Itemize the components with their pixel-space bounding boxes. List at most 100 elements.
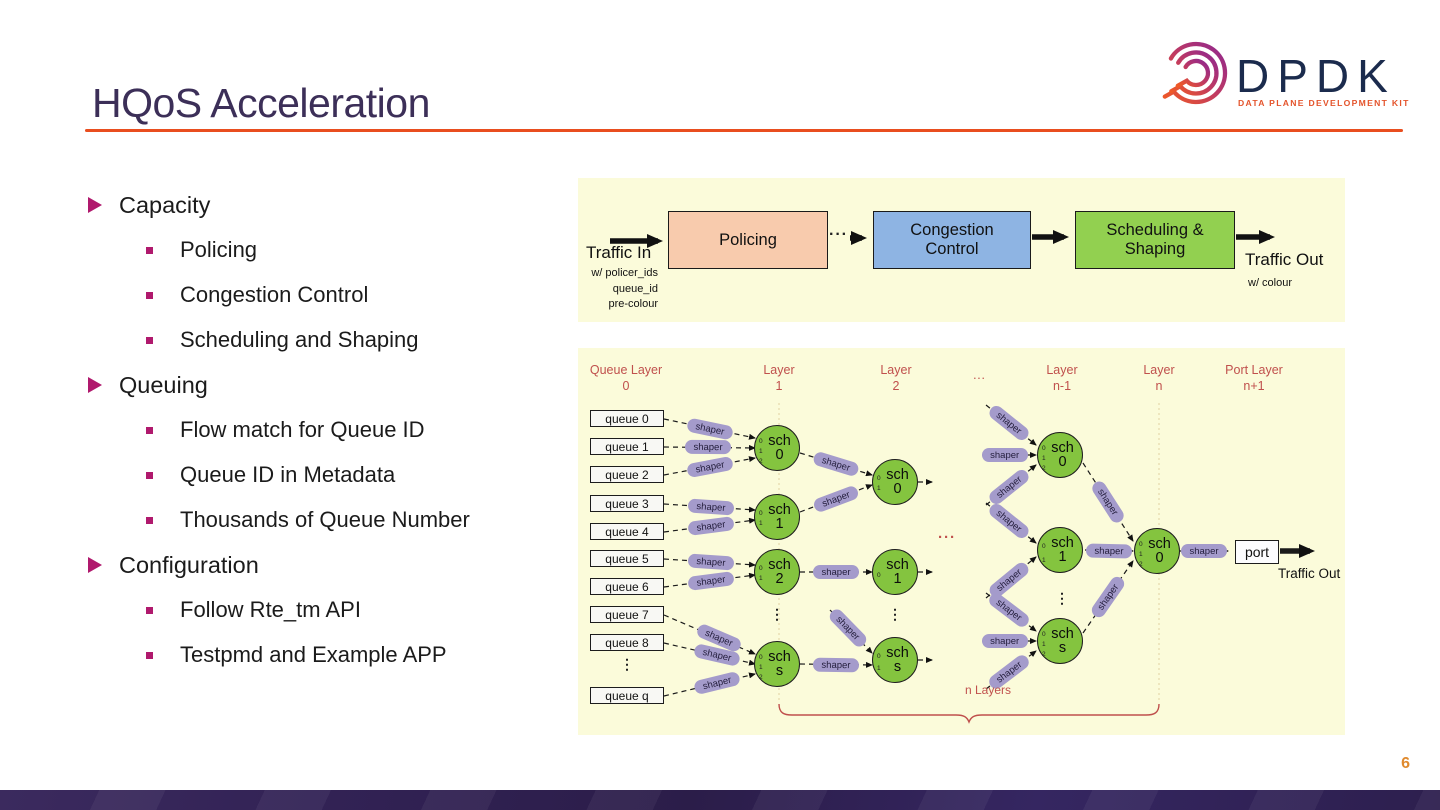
priority-label: 2 <box>1042 651 1046 658</box>
scheduler-word: sch <box>886 467 909 483</box>
shaper-pill: shaper <box>1085 543 1133 558</box>
priority-label: 2 <box>1139 561 1143 568</box>
bullet-label: Configuration <box>119 551 259 578</box>
sub-bullet-item: Follow Rte_tm API <box>146 595 361 625</box>
bullet-label: Capacity <box>119 191 211 218</box>
sub-bullet-item: Scheduling and Shaping <box>146 325 419 355</box>
priority-label: 1 <box>759 448 763 455</box>
scheduler-id: s <box>775 663 784 679</box>
pipeline-ellipsis: ··· <box>829 226 848 243</box>
scheduler-word: sch <box>1148 536 1171 552</box>
square-bullet-icon <box>146 426 153 434</box>
bullet-label: Policing <box>180 237 258 262</box>
queue-box: queue 0 <box>590 410 664 427</box>
priority-label: 1 <box>877 665 881 672</box>
stage-policing: Policing <box>668 211 828 269</box>
queue-box: queue 4 <box>590 523 664 540</box>
sub-bullet-item: Congestion Control <box>146 280 368 310</box>
scheduler-word: sch <box>886 645 909 661</box>
dpdk-arcs-icon <box>1162 41 1228 105</box>
priority-label: 1 <box>759 520 763 527</box>
bullet-label: Follow Rte_tm API <box>180 597 361 622</box>
triangle-bullet-icon <box>88 377 102 393</box>
priority-label: 0 <box>1042 445 1046 452</box>
page-title: HQoS Acceleration <box>92 80 430 126</box>
scheduler-word: sch <box>1051 440 1074 456</box>
queue-box: queue 3 <box>590 495 664 512</box>
square-bullet-icon <box>146 606 153 614</box>
square-bullet-icon <box>146 336 153 344</box>
queue-box: queue q <box>590 687 664 704</box>
pipeline-panel: Traffic In w/ policer_ids queue_id pre-c… <box>578 178 1345 322</box>
priority-label: 0 <box>759 438 763 445</box>
scheduler-id: 2 <box>775 571 784 587</box>
priority-label: 1 <box>877 485 881 492</box>
hierarchy-traffic-out-label: Traffic Out <box>1278 566 1341 581</box>
shaper-pill: shaper <box>981 448 1028 462</box>
scheduler-word: sch <box>768 557 791 573</box>
scheduler-word: sch <box>768 433 791 449</box>
scheduler-id: 0 <box>1155 550 1164 566</box>
priority-label: 2 <box>759 674 763 681</box>
queue-box: queue 5 <box>590 550 664 567</box>
square-bullet-icon <box>146 471 153 479</box>
page-number: 6 <box>1401 755 1410 772</box>
priority-label: 1 <box>759 664 763 671</box>
bullet-label: Flow match for Queue ID <box>180 417 425 442</box>
priority-label: 1 <box>1042 455 1046 462</box>
bullet-label: Congestion Control <box>180 282 369 307</box>
shaper-pill: shaper <box>812 657 860 672</box>
queue-box: queue 8 <box>590 634 664 651</box>
vertical-ellipsis: ⋮ <box>770 606 784 622</box>
priority-label: 2 <box>759 458 763 465</box>
traffic-out-note: w/ colour <box>1248 277 1293 289</box>
dpdk-wordmark: DPDK <box>1236 50 1396 102</box>
priority-label: 1 <box>1042 557 1046 564</box>
scheduler-word: sch <box>768 502 791 518</box>
bullet-label: Queue ID in Metadata <box>180 462 396 487</box>
footer-bar <box>0 790 1440 810</box>
middle-ellipsis: ··· <box>938 529 956 546</box>
port-box: port <box>1235 540 1279 564</box>
n-layers-brace <box>778 703 1160 724</box>
dpdk-logo: DPDK DATA PLANE DEVELOPMENT KIT <box>1160 40 1410 114</box>
bullet-item: Queuing <box>88 370 208 400</box>
vertical-ellipsis: ⋮ <box>888 606 902 622</box>
scheduler-word: sch <box>1051 626 1074 642</box>
scheduler-id: s <box>893 659 902 675</box>
priority-label: 2 <box>1042 465 1046 472</box>
triangle-bullet-icon <box>88 197 102 213</box>
vertical-ellipsis: ⋮ <box>620 656 634 672</box>
scheduler-id: 1 <box>893 571 902 587</box>
traffic-in-note: w/ policer_ids <box>591 267 658 279</box>
priority-label: 1 <box>1042 641 1046 648</box>
shaper-pill: shaper <box>981 634 1028 648</box>
priority-label: 1 <box>1139 551 1143 558</box>
pipeline-arrows <box>610 230 1275 248</box>
scheduler-id: 0 <box>893 481 902 497</box>
title-underline <box>85 129 1403 132</box>
queue-box: queue 1 <box>590 438 664 455</box>
traffic-in-note: queue_id <box>612 282 658 295</box>
bullet-item: Capacity <box>88 190 210 220</box>
scheduler-id: 0 <box>775 447 784 463</box>
scheduler-word: sch <box>1051 535 1074 551</box>
n-layers-label: n Layers <box>964 683 1012 697</box>
priority-label: 0 <box>759 565 763 572</box>
sub-bullet-item: Flow match for Queue ID <box>146 415 425 445</box>
square-bullet-icon <box>146 516 153 524</box>
